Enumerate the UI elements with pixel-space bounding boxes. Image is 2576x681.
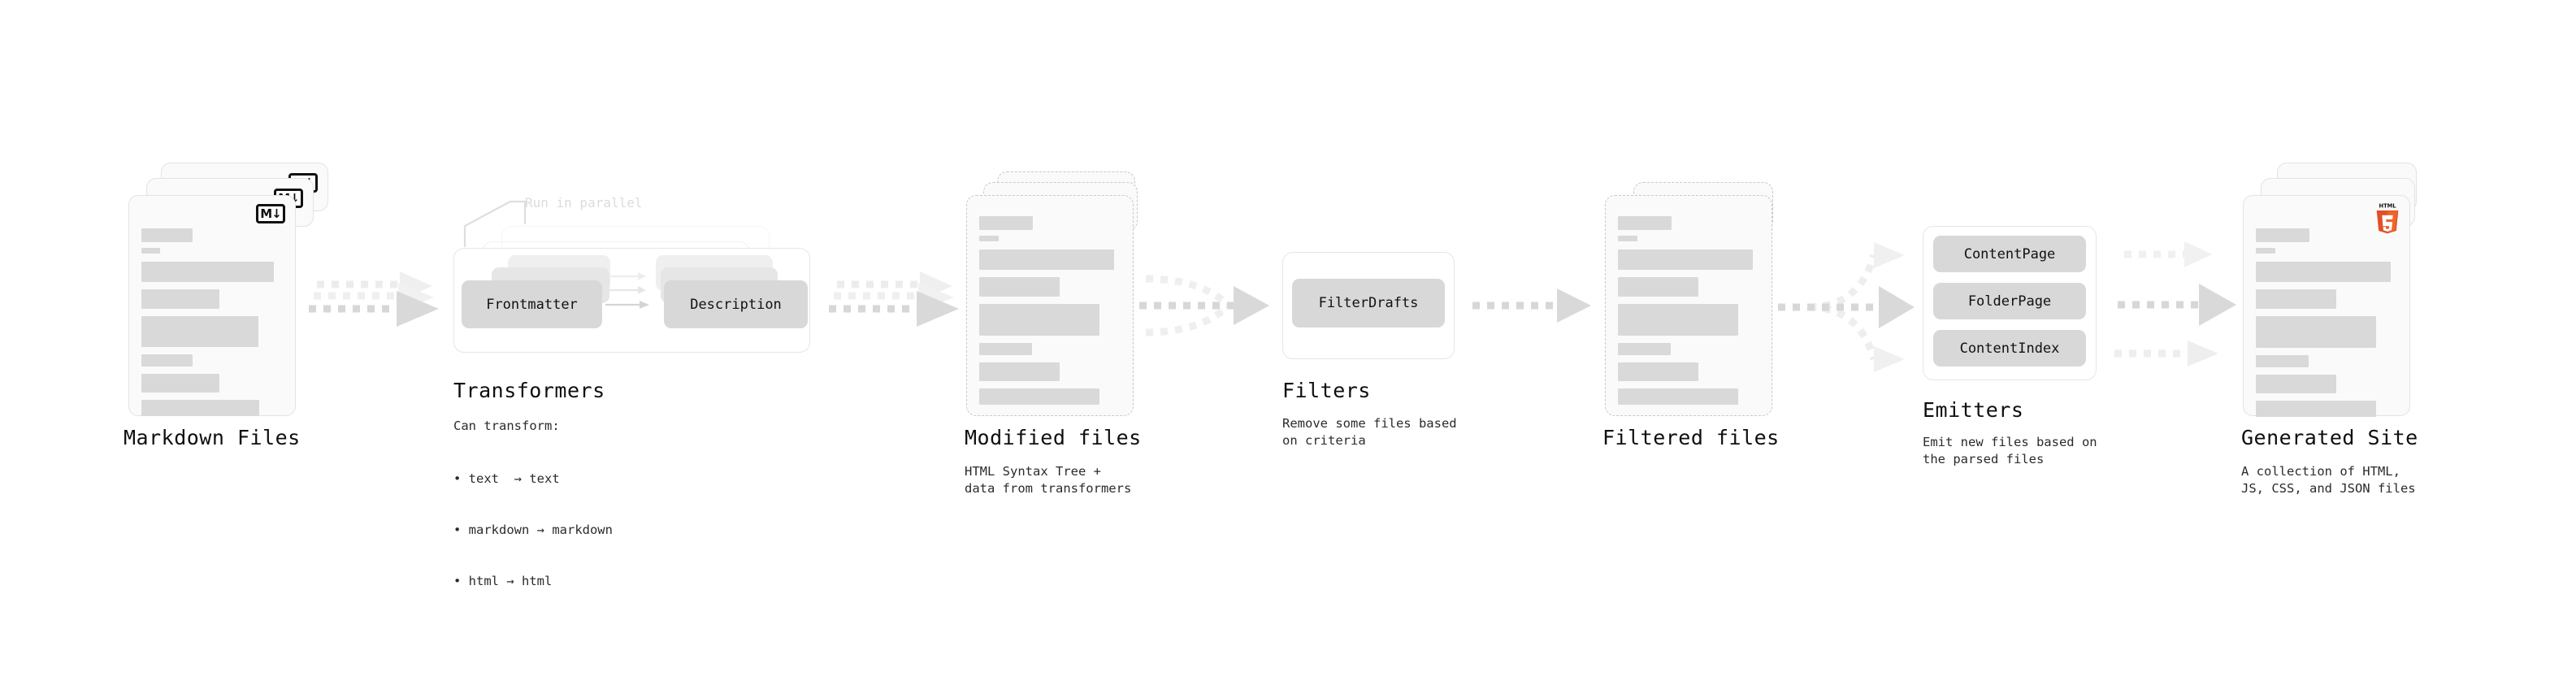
content-bar <box>979 362 1060 381</box>
stage-title-filtered-files: Filtered files <box>1602 426 1780 449</box>
emitter-node-contentpage[interactable]: ContentPage <box>1933 236 2086 272</box>
svg-text:HTML: HTML <box>2379 203 2397 210</box>
content-bar <box>141 228 193 242</box>
filter-node-label: FilterDrafts <box>1318 295 1419 311</box>
emitters-subtitle: Emit new files based on the parsed files <box>1923 435 2097 466</box>
file-content-placeholder <box>1618 216 1759 410</box>
stage-title-modified-files: Modified files <box>965 426 1142 449</box>
bullet-item: • html → html <box>453 574 553 588</box>
filter-node-filterdrafts[interactable]: FilterDrafts <box>1292 279 1445 327</box>
content-bar <box>2256 401 2376 417</box>
content-bar <box>141 289 219 309</box>
content-bar <box>1618 343 1671 355</box>
transformers-subtitle: Can transform: <box>453 419 560 433</box>
content-bar <box>979 304 1099 336</box>
content-bar <box>141 400 259 416</box>
content-bar <box>1618 362 1698 381</box>
emitter-node-label: ContentIndex <box>1959 340 2060 357</box>
transformer-node-label: Description <box>690 296 782 313</box>
content-bar <box>979 236 999 241</box>
file-content-placeholder <box>2256 228 2397 423</box>
content-bar <box>2256 375 2336 393</box>
stage-title-markdown-files: Markdown Files <box>124 426 301 449</box>
content-bar <box>2256 355 2309 367</box>
content-bar <box>979 216 1033 230</box>
content-bar <box>2256 248 2275 254</box>
html5-icon: HTML <box>2374 202 2401 238</box>
content-bar <box>979 343 1032 355</box>
transformer-node-label: Frontmatter <box>486 296 578 313</box>
content-bar <box>1618 216 1672 230</box>
site-file-card-front: HTML <box>2243 195 2410 417</box>
emitter-node-folderpage[interactable]: FolderPage <box>1933 283 2086 319</box>
markdown-file-card-front: M↓ <box>128 195 296 416</box>
file-content-placeholder <box>979 216 1121 410</box>
filters-subtitle: Remove some files based on criteria <box>1282 416 1457 448</box>
markdown-badge-glyph: M↓ <box>256 204 285 223</box>
connector-filtered-to-emitters <box>1778 242 1915 372</box>
html5-shield-glyph: HTML <box>2376 203 2399 234</box>
content-bar <box>141 248 160 254</box>
transformer-node-description[interactable]: Description <box>664 280 808 328</box>
content-bar <box>141 374 219 393</box>
content-bar <box>141 316 258 347</box>
content-bar <box>2256 262 2391 282</box>
connector-filters-to-filtered <box>1472 288 1591 323</box>
connector-transformers-to-modified <box>829 271 959 327</box>
run-in-parallel-label: Run in parallel <box>525 195 643 210</box>
connector-modified-to-filters <box>1139 275 1269 336</box>
content-bar <box>1618 388 1738 405</box>
content-bar <box>979 388 1099 405</box>
content-bar <box>1618 236 1637 241</box>
modified-files-subtitle: HTML Syntax Tree + data from transformer… <box>965 464 1132 496</box>
bullet-item: • markdown → markdown <box>453 523 613 537</box>
connector-emitters-to-site <box>2114 241 2236 367</box>
content-bar <box>141 354 193 367</box>
transformer-node-frontmatter[interactable]: Frontmatter <box>462 280 602 328</box>
modified-file-card-front <box>966 195 1134 416</box>
content-bar <box>2256 289 2336 309</box>
content-bar <box>1618 249 1753 270</box>
emitter-node-contentindex[interactable]: ContentIndex <box>1933 330 2086 367</box>
content-bar <box>979 249 1114 270</box>
stage-title-transformers: Transformers <box>453 379 605 402</box>
content-bar <box>979 277 1060 297</box>
filtered-file-card-front <box>1605 195 1772 416</box>
stage-title-emitters: Emitters <box>1923 398 2024 422</box>
content-bar <box>141 262 274 282</box>
content-bar <box>2256 316 2376 348</box>
stage-title-generated-site: Generated Site <box>2241 426 2418 449</box>
content-bar <box>1618 277 1698 297</box>
bullet-item: • text → text <box>453 471 560 486</box>
stage-title-filters: Filters <box>1282 379 1371 402</box>
generated-site-subtitle: A collection of HTML, JS, CSS, and JSON … <box>2241 464 2416 496</box>
content-bar <box>1618 304 1738 336</box>
transformer-inner-arrows <box>605 272 649 309</box>
emitter-node-label: FolderPage <box>1967 293 2052 310</box>
emitter-node-label: ContentPage <box>1963 245 2056 262</box>
connector-md-to-transformers <box>309 271 439 327</box>
file-content-placeholder <box>141 228 283 422</box>
content-bar <box>2256 228 2309 242</box>
run-in-parallel-leader <box>463 200 527 247</box>
markdown-icon: M↓ <box>256 204 285 223</box>
transformers-bullet-list: • text → text • markdown → markdown • ht… <box>453 436 613 624</box>
